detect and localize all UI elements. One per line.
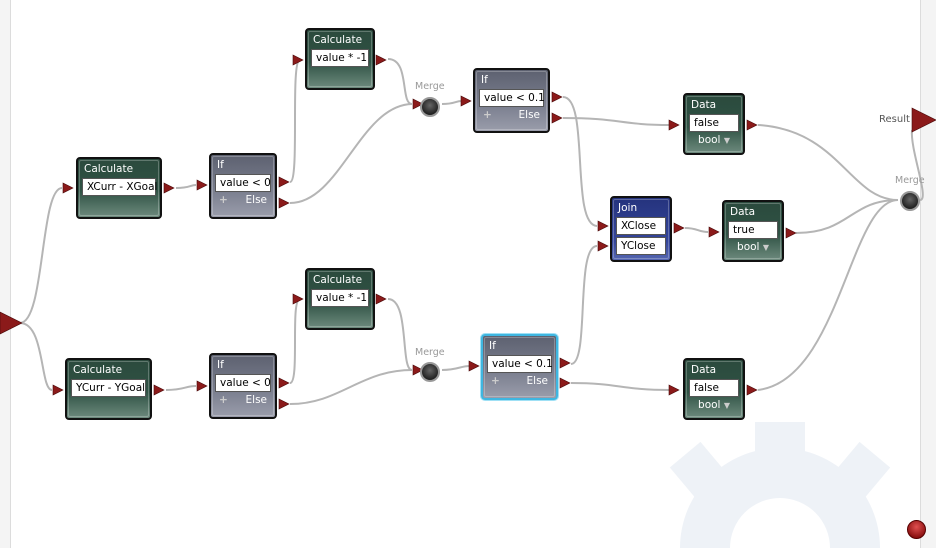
value-field[interactable]: false	[689, 114, 739, 132]
if-node-y[interactable]: If value < 0 + Else	[209, 353, 277, 419]
merge-node-y[interactable]	[420, 362, 440, 382]
join-node[interactable]: Join XClose YClose	[610, 196, 672, 262]
add-branch-button[interactable]: +	[491, 375, 500, 387]
value-field[interactable]: false	[689, 379, 739, 397]
data-node-true[interactable]: Data true bool ▼	[722, 200, 784, 262]
chevron-down-icon: ▼	[762, 243, 769, 252]
condition-field[interactable]: value < 0.1	[479, 89, 545, 107]
condition-field[interactable]: value < 0	[215, 374, 271, 392]
chevron-down-icon: ▼	[723, 401, 730, 410]
node-title: If	[217, 159, 224, 171]
calculate-node-x[interactable]: Calculate XCurr - XGoal	[76, 157, 162, 219]
join-input-2[interactable]: YClose	[616, 237, 666, 255]
merge-label: Merge	[415, 347, 445, 358]
result-label: Result	[879, 114, 910, 125]
type-value: bool	[698, 399, 721, 411]
node-title: Data	[730, 206, 756, 218]
expression-field[interactable]: YCurr - YGoal	[71, 379, 146, 397]
input-port-icon	[0, 311, 23, 335]
result-port-icon	[911, 107, 936, 133]
join-input-1[interactable]: XClose	[616, 217, 666, 235]
data-node-false-1[interactable]: Data false bool ▼	[683, 93, 745, 155]
if-node-yclose-selected[interactable]: If value < 0.1 + Else	[481, 334, 558, 400]
gear-watermark-icon	[669, 422, 891, 548]
add-branch-button[interactable]: +	[483, 109, 492, 121]
add-branch-button[interactable]: +	[219, 394, 228, 406]
node-title: Calculate	[313, 274, 363, 286]
merge-node-x[interactable]	[420, 97, 440, 117]
node-title: Calculate	[84, 163, 134, 175]
expression-field[interactable]: value * -1	[311, 289, 369, 307]
type-value: bool	[737, 241, 760, 253]
type-dropdown[interactable]: bool ▼	[728, 239, 778, 253]
type-value: bool	[698, 134, 721, 146]
if-node-x[interactable]: If value < 0 + Else	[209, 153, 277, 219]
node-title: Data	[691, 99, 717, 111]
data-node-false-2[interactable]: Data false bool ▼	[683, 358, 745, 420]
calculate-node-y-negate[interactable]: Calculate value * -1	[305, 268, 375, 330]
add-branch-button[interactable]: +	[219, 194, 228, 206]
node-title: If	[489, 340, 496, 352]
else-label: Else	[526, 375, 548, 387]
chevron-down-icon: ▼	[723, 136, 730, 145]
node-title: If	[217, 359, 224, 371]
node-title: Calculate	[313, 34, 363, 46]
type-dropdown[interactable]: bool ▼	[689, 397, 739, 411]
merge-node-result[interactable]	[900, 191, 920, 211]
else-label: Else	[518, 109, 540, 121]
else-label: Else	[245, 194, 267, 206]
type-dropdown[interactable]: bool ▼	[689, 132, 739, 146]
condition-field[interactable]: value < 0.1	[487, 355, 553, 373]
node-title: Join	[618, 202, 638, 214]
if-node-xclose[interactable]: If value < 0.1 + Else	[473, 68, 550, 133]
node-title: Calculate	[73, 364, 123, 376]
merge-label: Merge	[895, 175, 925, 186]
calculate-node-y[interactable]: Calculate YCurr - YGoal	[65, 358, 152, 420]
left-panel	[0, 0, 11, 548]
merge-label: Merge	[415, 81, 445, 92]
condition-field[interactable]: value < 0	[215, 174, 271, 192]
expression-field[interactable]: XCurr - XGoal	[82, 178, 157, 196]
else-label: Else	[245, 394, 267, 406]
stop-button[interactable]	[907, 520, 926, 539]
calculate-node-x-negate[interactable]: Calculate value * -1	[305, 28, 375, 90]
expression-field[interactable]: value * -1	[311, 49, 369, 67]
right-panel	[920, 0, 936, 548]
node-title: Data	[691, 364, 717, 376]
value-field[interactable]: true	[728, 221, 778, 239]
node-title: If	[481, 74, 488, 86]
